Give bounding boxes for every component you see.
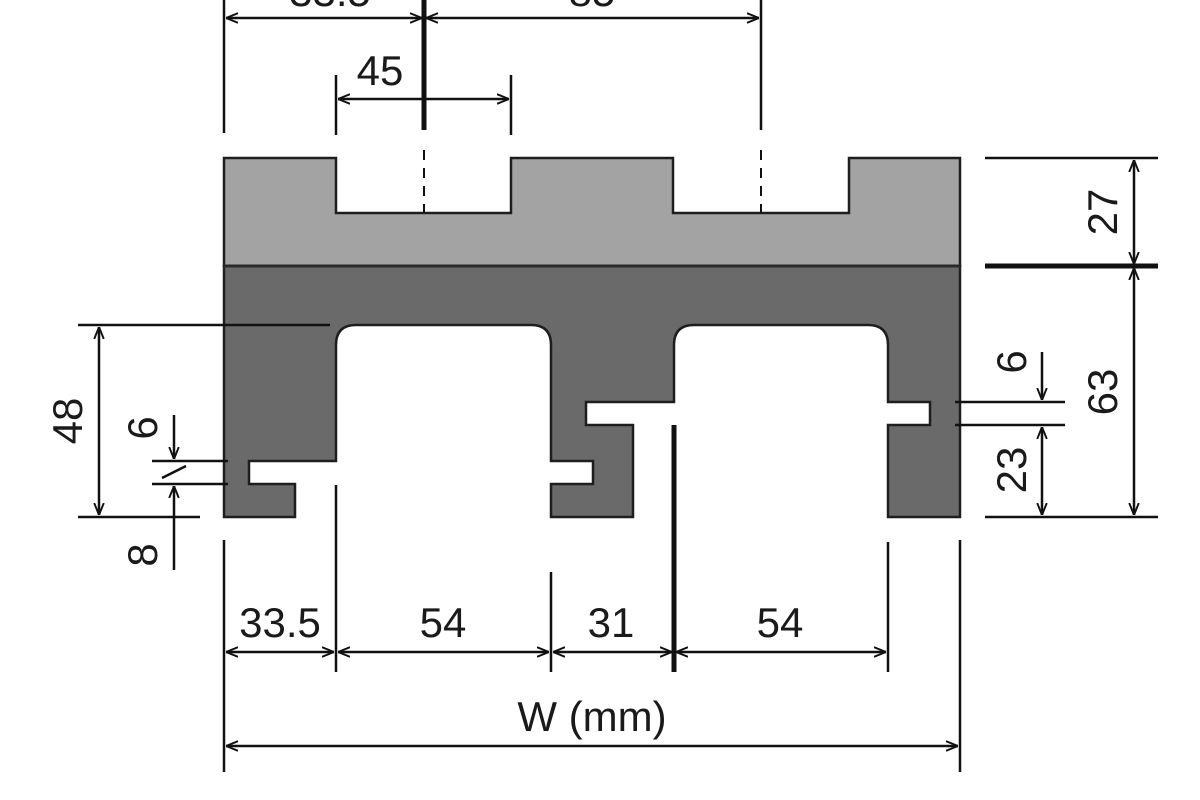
dim-bottom-1: 33.5	[239, 599, 321, 646]
top-dimensions: 33.5 85 45	[222, 0, 763, 135]
dim-bottom-2: 54	[420, 599, 467, 646]
upper-profile-band	[222, 156, 962, 268]
lower-profile-band	[222, 264, 962, 519]
bottom-dimensions: 33.5 54 31 54 W (mm)	[222, 425, 962, 772]
dim-top-left-partial: 33.5	[289, 0, 371, 15]
dim-bottom-3: 31	[588, 599, 635, 646]
dim-lip-left: 8	[119, 543, 166, 566]
dim-height-upper: 27	[1079, 189, 1126, 236]
dim-bottom-4: 54	[757, 599, 804, 646]
dim-slot-height-right: 23	[988, 447, 1035, 494]
left-dimensions: 48 6 8	[44, 323, 330, 570]
dim-height-lower: 63	[1079, 369, 1126, 416]
dim-slot-top-width: 45	[357, 47, 404, 94]
dim-slot-gap-right: 6	[988, 350, 1035, 373]
dim-overall-width: W (mm)	[517, 693, 666, 740]
right-dimensions: 27 63 6 23	[955, 156, 1158, 519]
dim-slot-gap-left: 6	[119, 416, 166, 439]
dim-depth-left: 48	[44, 398, 91, 445]
profile-shape	[222, 150, 962, 519]
dim-top-right-partial: 85	[569, 0, 616, 15]
